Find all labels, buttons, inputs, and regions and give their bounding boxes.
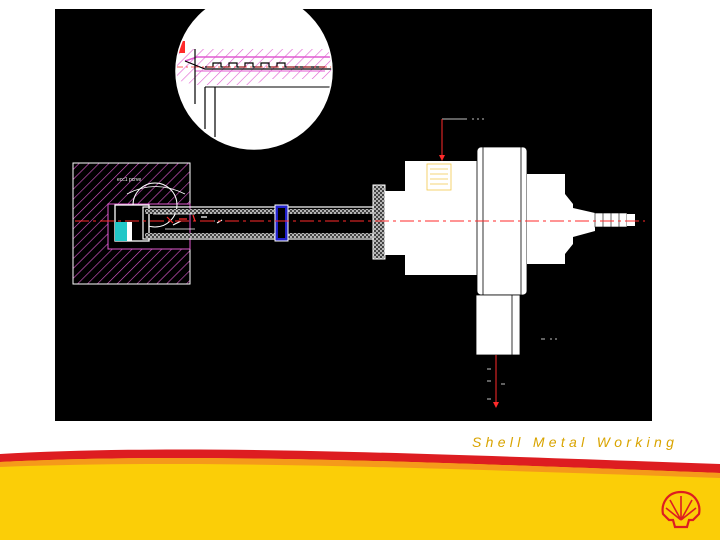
workpiece: ecc1 pcrve xyxy=(72,162,191,285)
workpiece-label: ecc1 pcrve xyxy=(117,177,141,183)
technical-drawing: ecc1 pcrve xyxy=(55,9,652,421)
knurled-collar xyxy=(372,184,386,260)
detail-circle xyxy=(175,9,333,150)
tool-holder xyxy=(385,146,635,356)
shell-pecten-logo xyxy=(661,490,701,529)
arrow-down-icon xyxy=(439,118,484,161)
footer-title: Shell Metal Working xyxy=(472,434,679,450)
arrow-down-icon xyxy=(487,355,505,408)
footer-swoosh xyxy=(0,449,720,540)
